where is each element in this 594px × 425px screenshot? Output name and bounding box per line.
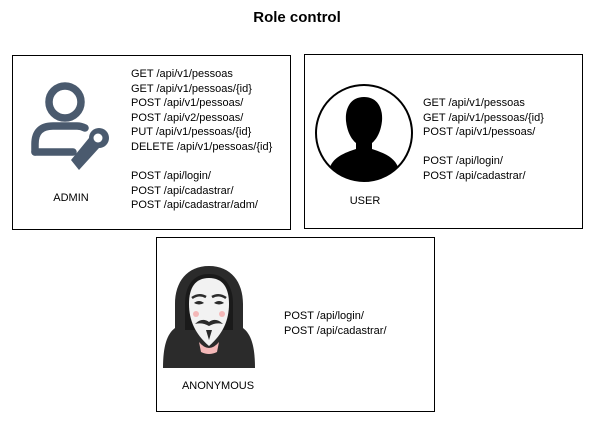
anonymous-role-label: ANONYMOUS [181,380,255,392]
user-auth-endpoint: POST /api/cadastrar/ [423,169,526,182]
user-endpoint: POST /api/v1/pessoas/ [423,126,536,139]
user-endpoint: GET /api/v1/pessoas [423,97,525,109]
admin-role-panel: ADMIN GET /api/v1/pessoas GET /api/v1/pe… [12,55,291,230]
user-silhouette-icon [315,84,413,182]
diagram-title: Role control [253,9,341,26]
user-endpoint: GET /api/v1/pessoas/{id} [423,111,544,124]
admin-endpoint: DELETE /api/v1/pessoas/{id} [131,140,273,153]
user-role-panel: USER GET /api/v1/pessoas GET /api/v1/pes… [304,54,583,229]
user-endpoint-list: GET /api/v1/pessoas GET /api/v1/pessoas/… [423,96,544,184]
admin-role-label: ADMIN [53,192,89,204]
admin-auth-endpoint: POST /api/cadastrar/ [131,184,234,197]
admin-auth-endpoint: POST /api/login/ [131,170,211,183]
user-role-label: USER [349,195,381,207]
anonymous-role-panel: ANONYMOUS POST /api/login/ POST /api/cad… [156,237,435,412]
anonymous-hacker-icon [163,266,255,368]
anonymous-auth-endpoint: POST /api/cadastrar/ [284,324,387,337]
user-auth-endpoint: POST /api/login/ [423,155,503,168]
admin-endpoint: POST /api/v1/pessoas/ [131,97,244,110]
admin-endpoint: GET /api/v1/pessoas/{id} [131,82,252,95]
admin-endpoint: POST /api/v2/pessoas/ [131,111,244,124]
anonymous-auth-endpoint: POST /api/login/ [284,310,364,322]
admin-endpoint: GET /api/v1/pessoas [131,68,233,80]
admin-auth-endpoint: POST /api/cadastrar/adm/ [131,199,258,212]
admin-endpoint: PUT /api/v1/pessoas/{id} [131,126,252,139]
anonymous-endpoint-list: POST /api/login/ POST /api/cadastrar/ [284,309,387,338]
admin-user-wrench-icon [31,82,109,170]
admin-endpoint-list: GET /api/v1/pessoas GET /api/v1/pessoas/… [131,67,272,213]
